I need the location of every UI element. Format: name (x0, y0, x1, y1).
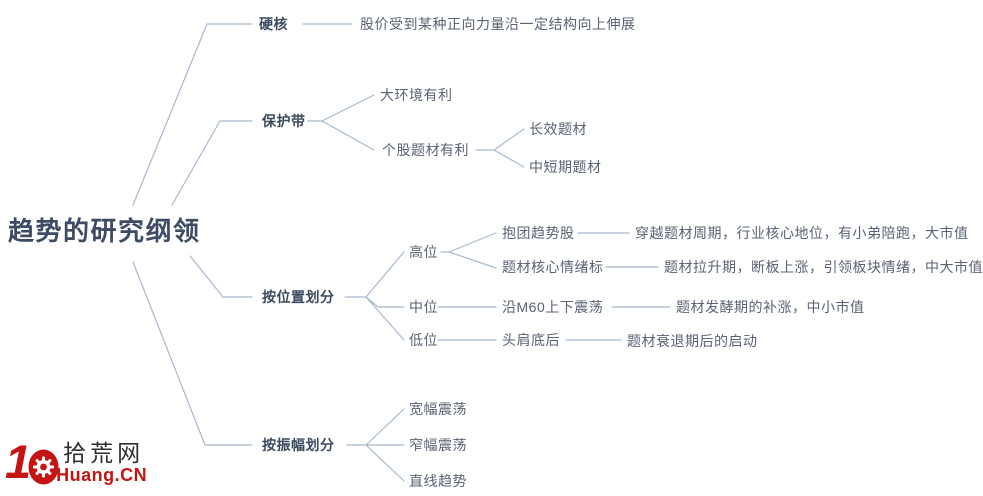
node-mid-position: 中位 (409, 299, 438, 315)
leaf-long-term-theme: 长效题材 (529, 121, 587, 137)
node-theme-sentiment-leader: 题材核心情绪标 (502, 259, 604, 275)
connector-line (365, 296, 405, 308)
connector-line (344, 251, 405, 298)
node-huddle-trend-stock: 抱团趋势股 (502, 225, 575, 241)
logo-site-name: 拾荒网 (63, 440, 145, 466)
leaf-low-desc: 题材衰退期后的启动 (627, 333, 758, 349)
branch-by-position: 按位置划分 (262, 289, 335, 305)
node-high-position: 高位 (409, 244, 438, 260)
leaf-hardcore-desc: 股价受到某种正向力量沿一定结构向上伸展 (360, 16, 636, 32)
connector-line (132, 261, 253, 446)
connector-line (365, 296, 405, 341)
shihuang-logo: 1 拾荒网 Huang.CN (5, 435, 147, 488)
logo-number: 1 (5, 435, 31, 488)
connector-line (448, 251, 497, 269)
connector-line (440, 232, 497, 253)
node-m60-oscillation: 沿M60上下震荡 (502, 299, 604, 315)
connector-line (189, 255, 253, 298)
connector-line (493, 149, 525, 168)
branch-protection-belt: 保护带 (262, 113, 306, 129)
leaf-macro-environment: 大环境有利 (380, 87, 453, 103)
connector-line (346, 408, 405, 446)
leaf-sentiment-desc: 题材拉升期，断板上涨，引领板块情绪，中大市值 (664, 259, 983, 275)
connector-line (307, 94, 375, 122)
leaf-huddle-desc: 穿越题材周期，行业核心地位，有小弟陪跑，大市值 (635, 225, 969, 241)
node-low-position: 低位 (409, 332, 438, 348)
connector-line (321, 120, 375, 151)
leaf-straight-trend: 直线趋势 (409, 473, 467, 489)
leaf-mid-short-theme: 中短期题材 (529, 159, 602, 175)
connector-line (132, 23, 253, 206)
gear-zero-icon (28, 449, 59, 485)
branch-by-amplitude: 按振幅划分 (262, 437, 335, 453)
logo-site-domain: Huang.CN (56, 465, 148, 485)
connector-line (475, 128, 525, 151)
connector-line (365, 444, 405, 482)
connector-line (171, 120, 253, 206)
node-head-shoulder-bottom: 头肩底后 (502, 332, 560, 348)
branch-hardcore: 硬核 (259, 16, 288, 32)
leaf-narrow-swing: 窄幅震荡 (409, 437, 467, 453)
leaf-m60-desc: 题材发酵期的补涨，中小市值 (676, 299, 865, 315)
node-stock-theme: 个股题材有利 (382, 142, 469, 158)
leaf-wide-swing: 宽幅震荡 (409, 401, 467, 417)
logo-text-column: 拾荒网 Huang.CN (56, 440, 147, 485)
root-node: 趋势的研究纲领 (8, 216, 201, 246)
